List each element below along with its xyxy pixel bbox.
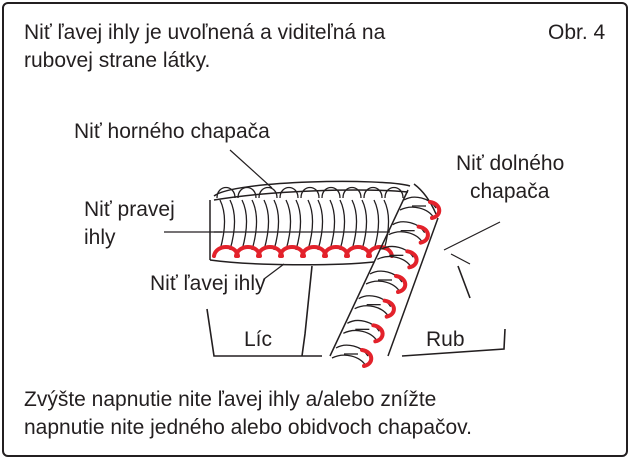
looper-loop <box>403 196 437 209</box>
looper-loop <box>369 270 403 283</box>
looper-loop <box>219 199 226 251</box>
upper-stitch-row <box>212 199 394 258</box>
looper-loop <box>241 199 248 251</box>
label-left-needle-thread: Niť ľavej ihly <box>150 272 266 295</box>
looper-loop <box>251 199 258 251</box>
label-upper-looper-thread: Niť horného chapača <box>74 120 270 143</box>
intro-text-line-2: rubovej strane látky. <box>24 49 211 72</box>
looper-loop <box>335 344 369 357</box>
looper-loop <box>377 255 412 268</box>
looper-loop <box>373 199 380 251</box>
looper-loop <box>329 199 336 251</box>
instruction-text-line-2: napnutie nite jedného alebo obidvoch cha… <box>24 416 472 439</box>
loose-left-needle-stitch <box>366 245 394 258</box>
label-lower-looper-thread-2: chapača <box>470 180 550 203</box>
fabric-outline <box>206 265 506 357</box>
loose-left-needle-stitch <box>405 249 419 270</box>
looper-loop <box>273 199 280 251</box>
looper-loop <box>361 199 368 251</box>
loose-left-needle-stitch <box>428 200 442 220</box>
instruction-text-line-1: Zvýšte napnutie nite ľavej ihly a/alebo … <box>24 388 437 411</box>
diagonal-stitch-row <box>331 196 442 368</box>
looper-loop <box>399 206 435 219</box>
looper-loop <box>380 245 414 258</box>
diagonal-seam-band <box>329 183 439 357</box>
looper-loop <box>295 199 302 251</box>
leader-lines <box>164 149 501 280</box>
looper-loop <box>354 305 390 318</box>
looper-loop <box>392 221 426 234</box>
looper-loop <box>317 199 324 251</box>
looper-loop <box>388 231 424 244</box>
looper-loop <box>358 295 392 308</box>
loose-left-needle-stitch <box>416 224 430 245</box>
looper-loop <box>331 354 367 367</box>
looper-loop <box>365 280 401 293</box>
label-fabric-face: Líc <box>244 328 272 351</box>
loose-left-needle-stitch <box>371 323 385 344</box>
serger-stitch-diagram: Niť horného chapača Niť dolného chapača … <box>74 120 564 368</box>
looper-loop <box>263 199 270 251</box>
looper-loop <box>307 199 314 251</box>
label-right-needle-thread-1: Niť pravej <box>84 198 175 221</box>
figure-label: Obr. 4 <box>548 21 606 44</box>
upper-seam-band <box>209 180 411 266</box>
looper-loop <box>383 199 390 251</box>
looper-loop <box>285 199 292 251</box>
looper-loop <box>351 199 358 251</box>
loose-left-needle-stitch <box>360 348 374 368</box>
looper-loop <box>346 319 380 332</box>
looper-loop <box>343 329 378 342</box>
loose-left-needle-stitch <box>394 274 408 294</box>
looper-loop <box>339 199 346 251</box>
label-lower-looper-thread-1: Niť dolného <box>456 152 564 175</box>
label-right-needle-thread-2: ihly <box>84 226 116 249</box>
looper-loop <box>229 199 236 251</box>
label-fabric-back: Rub <box>426 328 465 351</box>
intro-text-line-1: Niť ľavej ihly je uvoľnená a viditeľná n… <box>24 21 386 44</box>
loose-left-needle-stitch <box>382 298 396 319</box>
instruction-card: Niť ľavej ihly je uvoľnená a viditeľná n… <box>2 2 628 457</box>
